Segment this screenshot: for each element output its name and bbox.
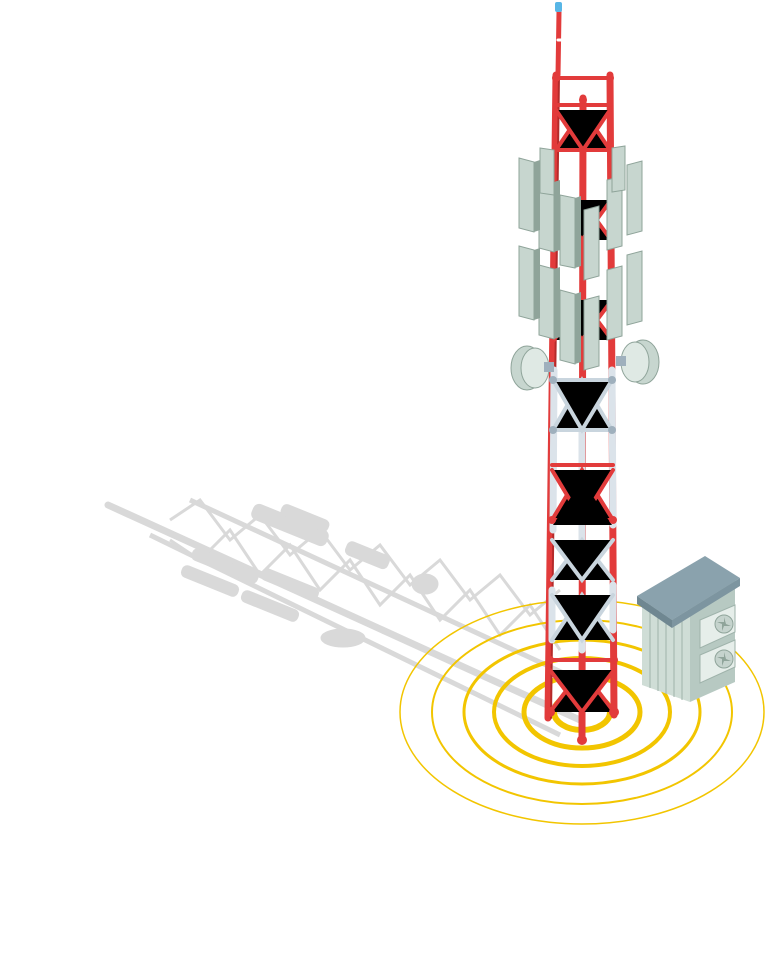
beacon-light — [555, 2, 562, 12]
dish-right — [616, 339, 660, 385]
equipment-cabinet — [637, 556, 740, 702]
ac-unit-bottom — [699, 639, 736, 684]
microwave-dishes — [510, 339, 660, 391]
tower-lattice — [544, 2, 619, 745]
ac-unit-top — [699, 604, 736, 649]
panel-antennas — [518, 145, 643, 371]
tower-shadow — [104, 497, 602, 738]
dish-left — [510, 345, 554, 391]
